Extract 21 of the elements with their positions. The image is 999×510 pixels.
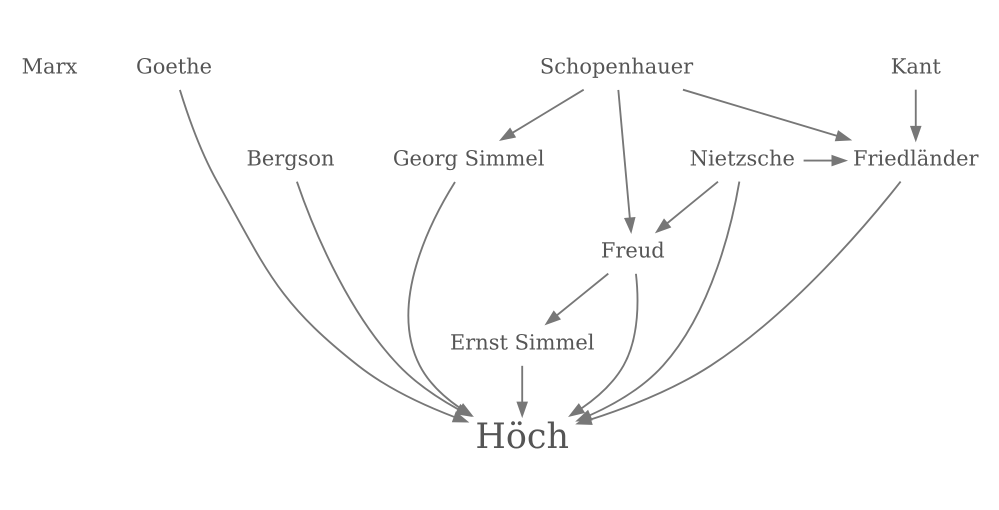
arrow	[498, 88, 584, 141]
arrow	[179, 89, 470, 422]
arrow	[544, 272, 609, 325]
node-text: Ernst Simmel	[450, 330, 594, 354]
node-text: Georg Simmel	[392, 146, 544, 170]
node-text: Friedländer	[853, 146, 979, 170]
arrow	[804, 154, 848, 166]
arrow	[516, 365, 528, 418]
arrow	[568, 273, 638, 417]
node-text: Freud	[600, 238, 665, 262]
node-text: Bergson	[246, 146, 335, 170]
node-text: Nietzsche	[690, 146, 795, 170]
arrow	[654, 180, 719, 233]
node-text: Marx	[22, 54, 78, 78]
node-text: Kant	[890, 54, 941, 78]
node-text: Höch	[475, 416, 569, 457]
arrow	[682, 88, 852, 141]
node-text: Schopenhauer	[540, 54, 694, 78]
node-text: Goethe	[136, 54, 212, 78]
arrow	[617, 89, 636, 234]
arrow	[910, 89, 922, 142]
